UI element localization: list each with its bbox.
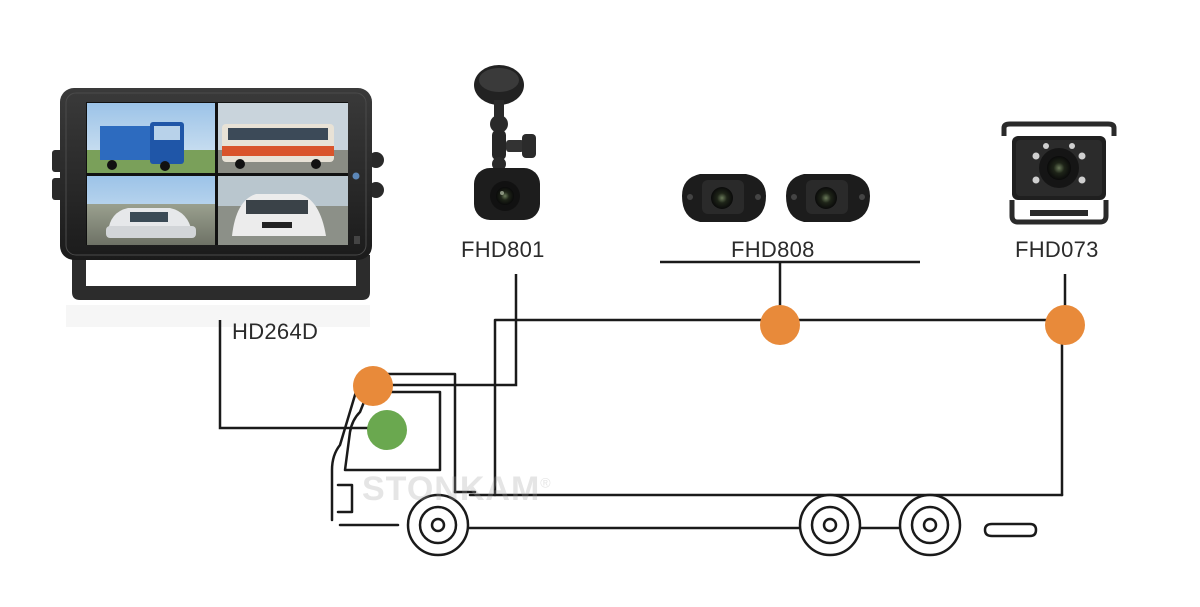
watermark-text: STONKAM: [362, 470, 541, 508]
dash-camera-node: [353, 366, 393, 406]
dash-camera-label: FHD801: [461, 237, 545, 262]
side-cameras-device: [682, 174, 870, 222]
truck-outline: [330, 318, 1064, 557]
dash-camera-device: [474, 65, 540, 220]
monitor-node: [367, 410, 407, 450]
side-cameras-label: FHD808: [731, 237, 815, 262]
watermark-mark: ®: [540, 474, 552, 491]
monitor-label: HD264D: [232, 319, 319, 344]
monitor-device: [52, 88, 384, 327]
rear-camera-node: [1045, 305, 1085, 345]
side-cameras-node: [760, 305, 800, 345]
rear-camera-device: [1001, 121, 1117, 225]
watermark: STONKAM®: [362, 470, 552, 509]
rear-camera-label: FHD073: [1015, 237, 1099, 262]
